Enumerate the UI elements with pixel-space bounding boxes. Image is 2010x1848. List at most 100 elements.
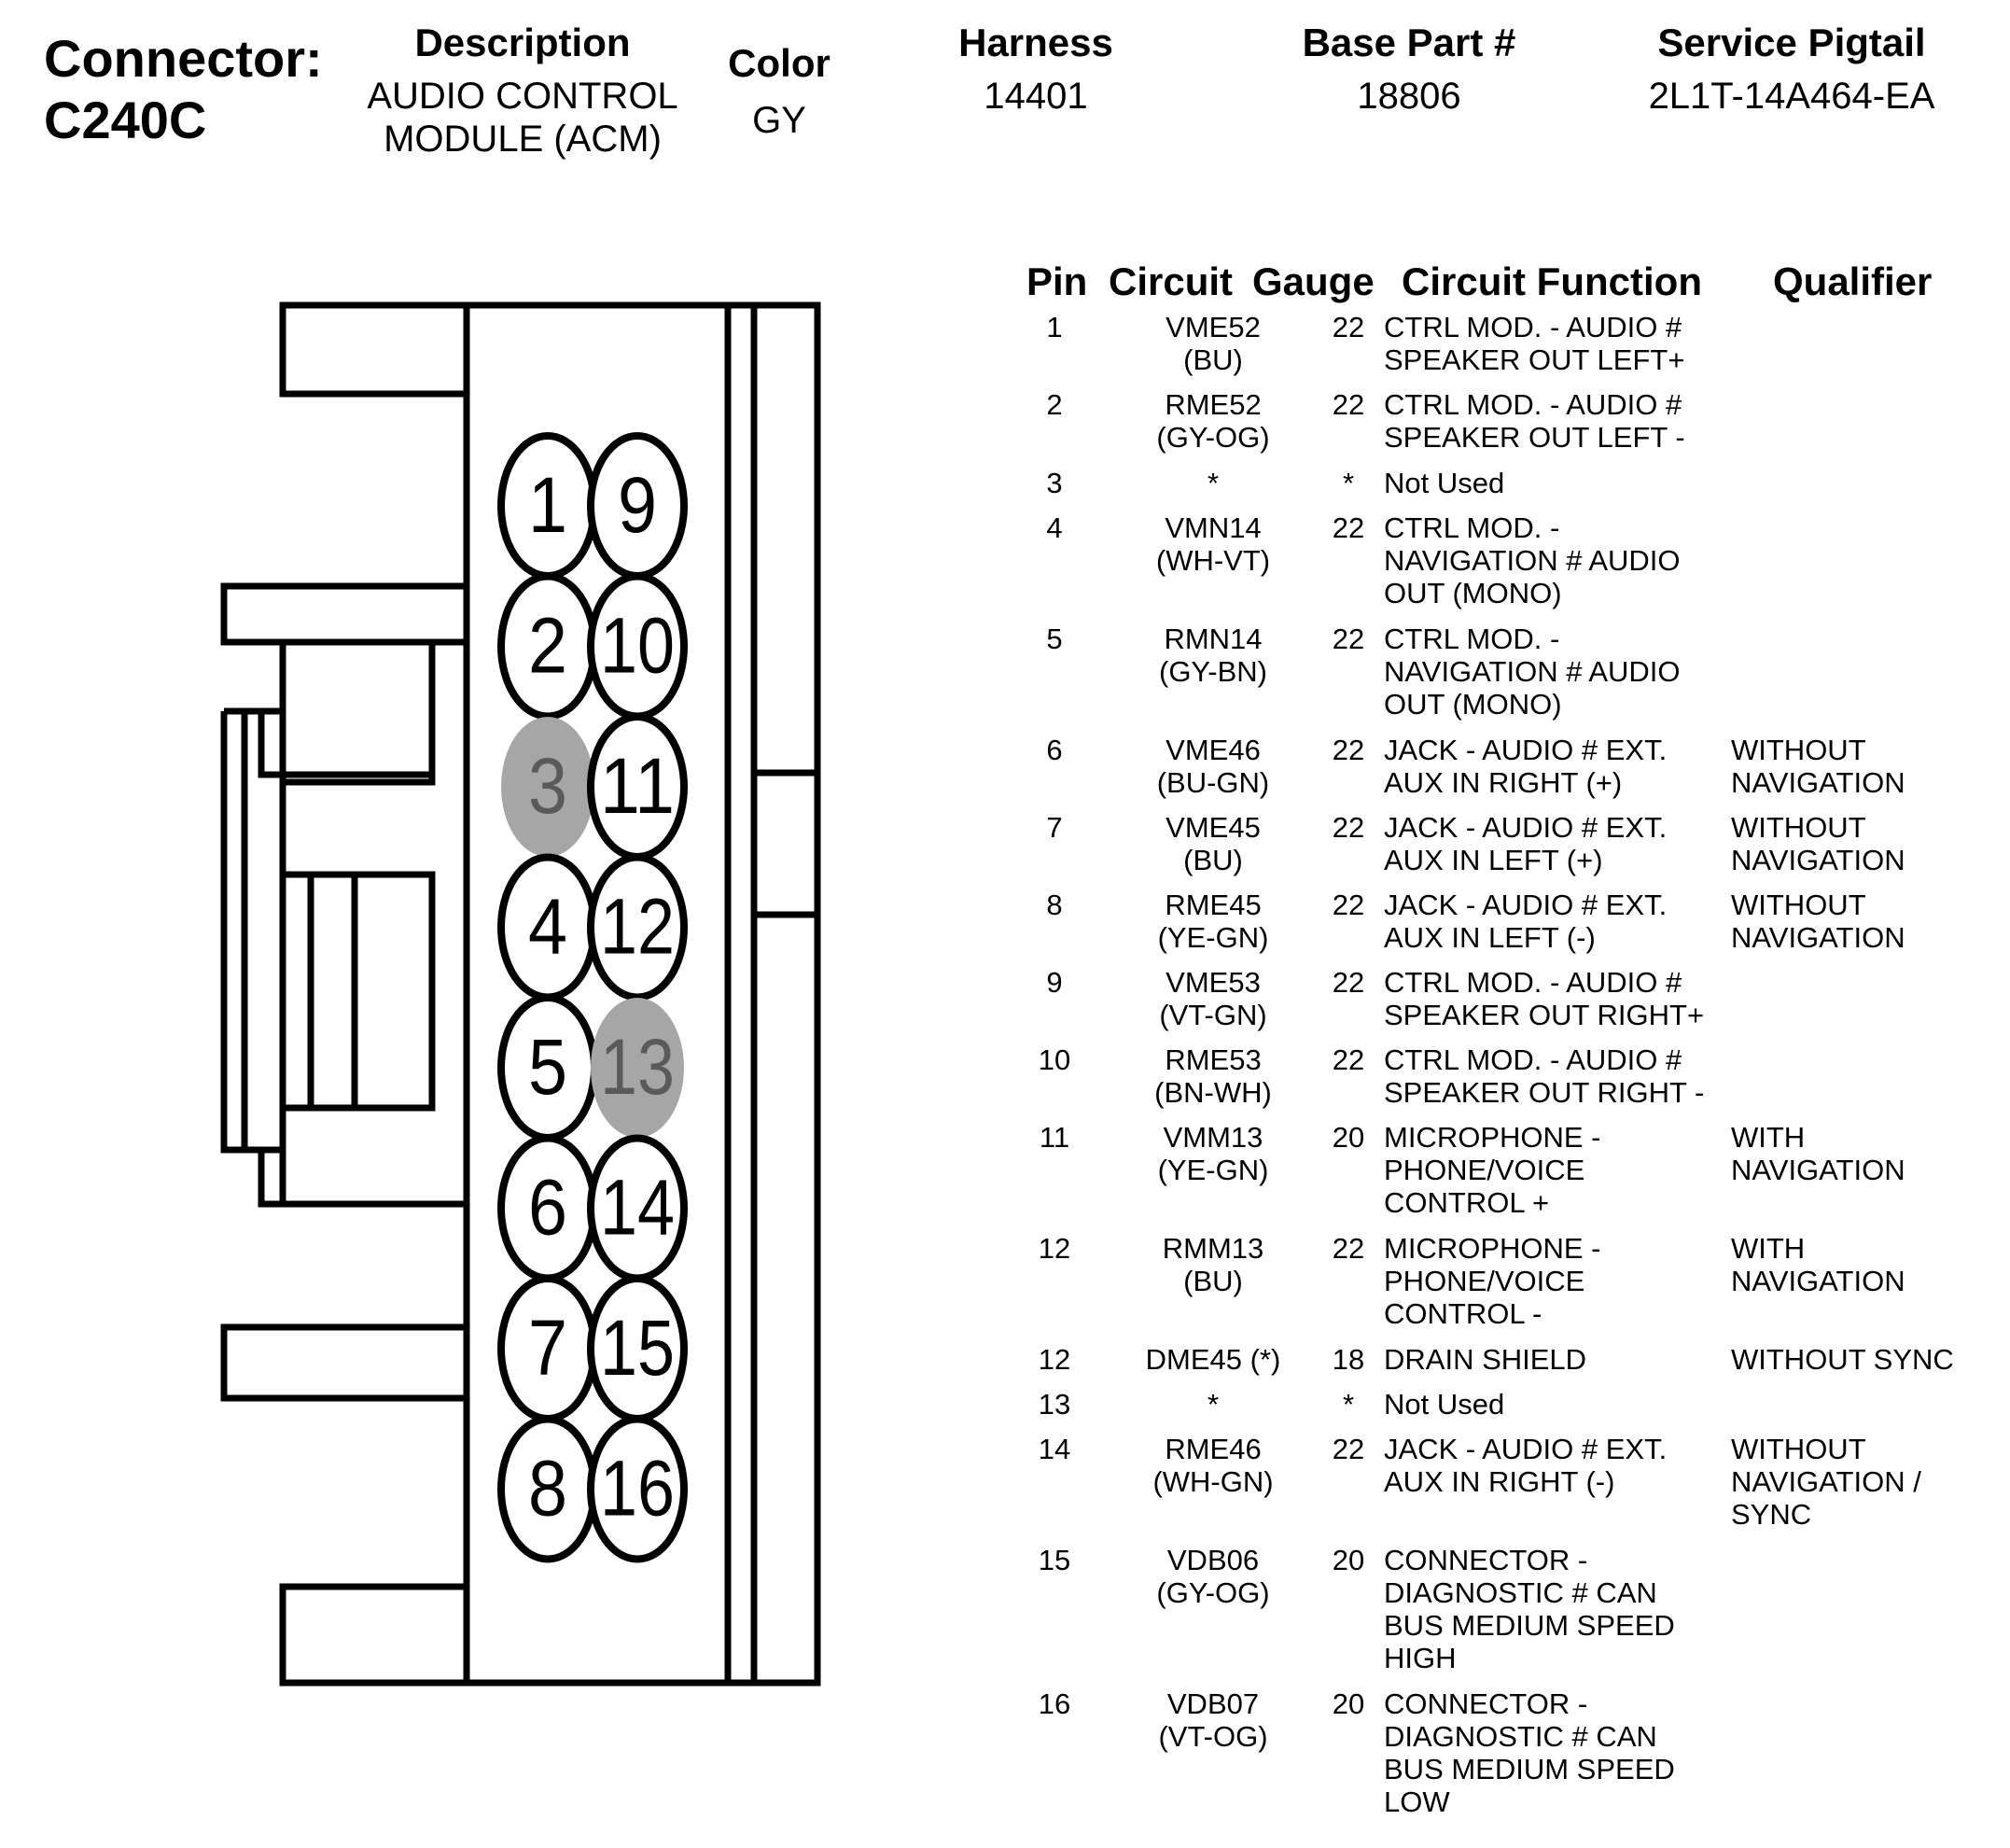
pin-cavity-15: 15 (587, 1275, 688, 1422)
pin-number-label: 8 (528, 1445, 567, 1533)
base-part-column: Base Part # 18806 (1269, 21, 1549, 118)
base-part-value: 18806 (1357, 76, 1461, 117)
row-pin: 15 (1038, 1544, 1071, 1576)
row-pin: 14 (1038, 1433, 1071, 1465)
connector-housing-outline (220, 301, 821, 1687)
pin-number-label: 5 (528, 1023, 567, 1111)
row-circuit: RME53 (BN-WH) (1154, 1043, 1272, 1109)
row-gauge: 22 (1332, 311, 1365, 343)
pin-number-label: 12 (600, 883, 675, 971)
pin-cavity-outline (591, 998, 684, 1138)
row-pin: 13 (1038, 1388, 1071, 1421)
row-function: CTRL MOD. - AUDIO # SPEAKER OUT LEFT - (1384, 388, 1685, 454)
color-value: GY (752, 100, 806, 141)
pin-number-label: 4 (528, 883, 567, 971)
row-function: CTRL MOD. - AUDIO # SPEAKER OUT LEFT+ (1384, 311, 1685, 376)
harness-value: 14401 (984, 76, 1088, 117)
service-pigtail-label: Service Pigtail (1657, 21, 1926, 64)
connector-title: Connector: C240C (44, 28, 342, 151)
base-part-label: Base Part # (1302, 21, 1516, 64)
pin-number-label: 1 (528, 461, 567, 549)
row-gauge: * (1342, 467, 1355, 499)
row-function: CONNECTOR - DIAGNOSTIC # CAN BUS MEDIUM … (1384, 1687, 1675, 1818)
table-header-qualifier: Qualifier (1773, 259, 1933, 303)
pin-number-label: 2 (528, 602, 567, 690)
row-function: Not Used (1384, 467, 1505, 499)
pin-cavity-8: 8 (497, 1415, 598, 1563)
service-pigtail-value: 2L1T-14A464-EA (1648, 76, 1935, 117)
pin-cavity-11: 11 (587, 713, 688, 861)
row-pin: 11 (1039, 1121, 1070, 1154)
row-function: MICROPHONE - PHONE/VOICE CONTROL + (1384, 1121, 1601, 1219)
row-circuit: VMM13 (YE-GN) (1157, 1121, 1269, 1186)
row-function: JACK - AUDIO # EXT. AUX IN LEFT (+) (1384, 811, 1668, 876)
row-gauge: 22 (1332, 966, 1365, 999)
row-circuit: VME46 (BU-GN) (1156, 734, 1270, 799)
pin-number-label: 15 (600, 1304, 675, 1392)
pin-cavity-2: 2 (497, 572, 598, 721)
harness-label: Harness (958, 21, 1113, 64)
row-qualifier: WITHOUT NAVIGATION (1731, 889, 1905, 954)
connector-label: Connector: (44, 29, 323, 88)
description-column: Description AUDIO CONTROL MODULE (ACM) (327, 21, 719, 161)
row-circuit: RMM13 (BU) (1162, 1232, 1264, 1297)
row-circuit: VME53 (VT-GN) (1159, 966, 1267, 1031)
row-pin: 5 (1046, 623, 1063, 655)
pin-cavity-16: 16 (587, 1415, 688, 1563)
pin-number-label: 11 (600, 742, 675, 830)
row-pin: 7 (1046, 811, 1063, 844)
row-pin: 2 (1046, 388, 1063, 421)
table-header-circuit: Circuit (1109, 259, 1234, 303)
color-label: Color (728, 41, 831, 85)
row-gauge: 22 (1332, 388, 1365, 421)
pin-cavity-outline (587, 1415, 688, 1563)
row-pin: 6 (1046, 734, 1063, 766)
pin-cavity-13: 13 (591, 998, 684, 1138)
housing-body (463, 301, 821, 1687)
connector-id: C240C (44, 91, 207, 149)
row-pin: 9 (1046, 966, 1063, 999)
row-function: CONNECTOR - DIAGNOSTIC # CAN BUS MEDIUM … (1384, 1544, 1675, 1674)
row-pin: 4 (1046, 511, 1063, 544)
row-function: JACK - AUDIO # EXT. AUX IN LEFT (-) (1384, 889, 1668, 954)
row-qualifier: WITHOUT NAVIGATION / SYNC (1731, 1433, 1921, 1531)
row-gauge: 22 (1332, 811, 1365, 844)
pin-cavity-3: 3 (501, 717, 594, 857)
pin-cavity-10: 10 (587, 572, 688, 721)
pin-cavity-6: 6 (497, 1134, 598, 1282)
row-qualifier: WITHOUT NAVIGATION (1731, 811, 1905, 876)
row-function: DRAIN SHIELD (1384, 1343, 1587, 1376)
row-pin: 16 (1038, 1687, 1071, 1720)
row-function: JACK - AUDIO # EXT. AUX IN RIGHT (+) (1384, 734, 1668, 799)
service-pigtail-column: Service Pigtail 2L1T-14A464-EA (1605, 21, 1978, 118)
description-label: Description (414, 21, 631, 64)
table-header-pin: Pin (1026, 259, 1088, 303)
row-pin: 12 (1038, 1232, 1071, 1265)
pin-number-label: 14 (600, 1164, 675, 1252)
housing-latch-frame (220, 707, 286, 1204)
row-gauge: * (1342, 1388, 1355, 1421)
row-gauge: 22 (1332, 1043, 1365, 1076)
harness-column: Harness 14401 (896, 21, 1176, 118)
pin-cavity-4: 4 (497, 853, 598, 1001)
row-circuit: * (1207, 1388, 1220, 1421)
pin-cavity-outline (587, 853, 688, 1001)
row-circuit: VDB07 (VT-OG) (1158, 1687, 1268, 1753)
pin-cavity-1: 1 (497, 432, 598, 580)
row-qualifier: WITH NAVIGATION (1731, 1232, 1905, 1297)
row-pin: 8 (1046, 889, 1063, 921)
pin-number-label: 10 (600, 602, 675, 690)
table-header-circuit-function: Circuit Function (1402, 259, 1702, 303)
row-circuit: VMN14 (WH-VT) (1155, 511, 1271, 577)
row-qualifier: WITHOUT NAVIGATION (1731, 734, 1905, 799)
row-function: CTRL MOD. - NAVIGATION # AUDIO OUT (MONO… (1384, 623, 1681, 721)
row-function: JACK - AUDIO # EXT. AUX IN RIGHT (-) (1384, 1433, 1668, 1498)
pin-number-label: 13 (600, 1023, 675, 1111)
row-pin: 10 (1038, 1043, 1071, 1076)
row-gauge: 20 (1332, 1121, 1365, 1154)
row-function: Not Used (1384, 1388, 1505, 1421)
table-header-gauge: Gauge (1252, 259, 1375, 303)
row-gauge: 22 (1332, 1433, 1365, 1465)
